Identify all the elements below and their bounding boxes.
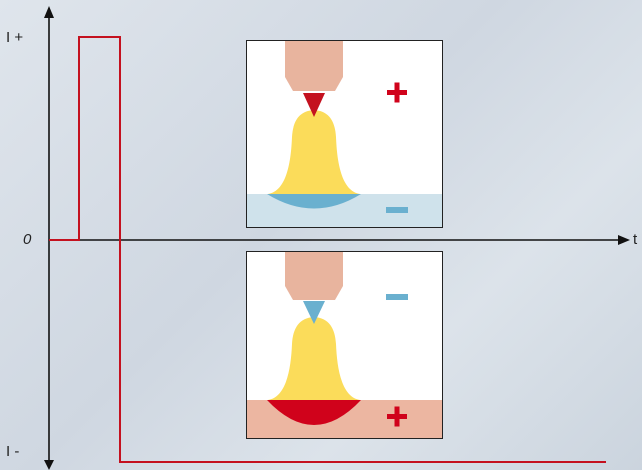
arc-plasma [268,317,360,400]
y-axis-arrow-down [44,460,54,470]
minus-icon [386,207,408,213]
electrode [285,41,343,91]
panel-negative-illustration [247,252,443,439]
electrode [285,252,343,300]
arc-plasma [268,110,360,194]
zero-label: 0 [23,232,31,247]
y-bottom-label: I - [6,444,19,459]
panel-negative-phase [246,251,443,439]
y-axis-arrow-up [44,6,54,18]
x-axis-label: t [633,232,637,247]
plus-icon [387,83,407,103]
panel-positive-illustration [247,41,443,228]
y-top-label: I + [6,30,23,45]
x-axis-arrow [618,235,630,245]
panel-positive-phase [246,40,443,228]
minus-icon [386,294,408,300]
